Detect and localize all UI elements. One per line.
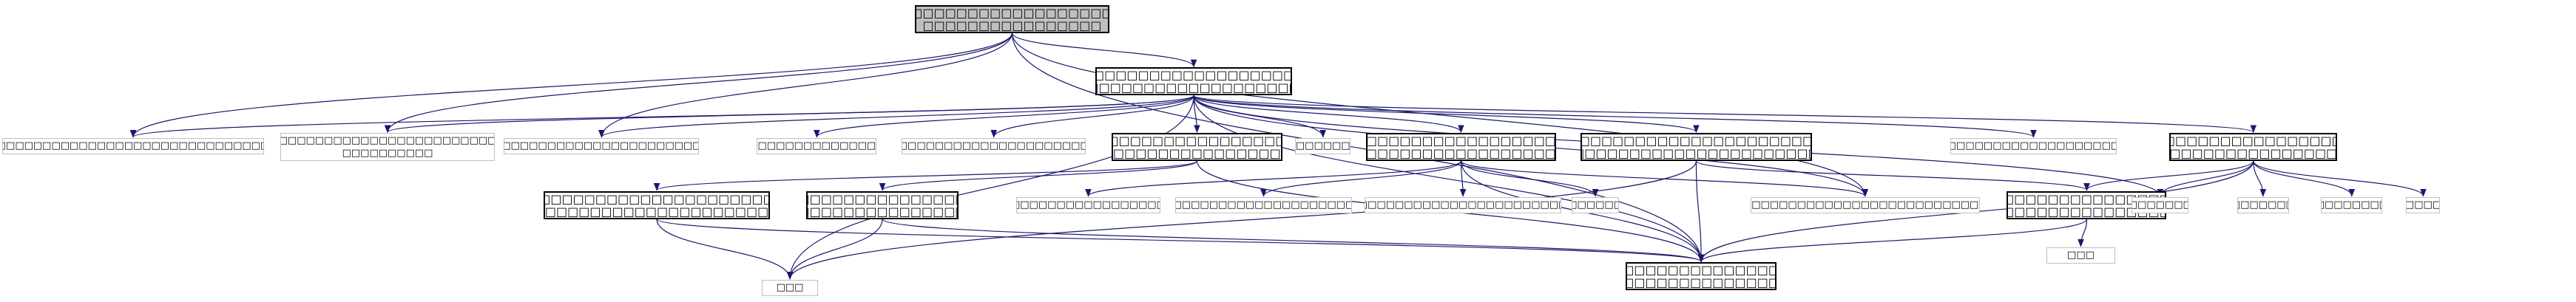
- graph-node: □□□□□□□□□□□□□□□□□□□□□□□ □□□□□□□□□□□□□□□□…: [1365, 133, 1557, 161]
- edge-n13-n22: [2157, 160, 2254, 197]
- edge-n13-n23: [2253, 161, 2267, 197]
- edge-n10-n17: [1260, 160, 1462, 197]
- edge-n10-n16: [1085, 160, 1462, 197]
- edge-n2-n12: [1193, 95, 2037, 138]
- graph-node: □□□□□□□□□□□□□□□□□□□□□□□□□ □□□□□□□□□□□□□□…: [544, 191, 770, 219]
- graph-node: □□□□□□□□□□□□□□□□□□□□□□□□□□□□□□□□□□□□□□□□…: [280, 133, 495, 161]
- graph-node: □□□□□□□□□□□□□□□□□□□□□□□□□□ □□□□□□□□□□□□□…: [2169, 133, 2338, 161]
- edge-n21-n28: [1697, 219, 2088, 263]
- graph-node: □□□: [2046, 247, 2116, 264]
- edge-n2-n13: [1193, 95, 2256, 134]
- edge-n15-n28: [882, 219, 1705, 263]
- graph-node: □□□□□□□□□□: [2406, 196, 2441, 213]
- edge-n2-n5: [598, 95, 1194, 138]
- edge-n8-n14: [654, 160, 1198, 191]
- graph-node: □□□□□□□□□□□□□□□□□□□□□□□□□: [1016, 196, 1160, 213]
- edge-n1-n4: [384, 32, 1013, 134]
- graph-node: □□□□□□: [1571, 196, 1620, 213]
- edge-n8-n15: [879, 160, 1198, 191]
- graph-node: □□□□□□□□□□□□□□□□□□□□□□□□□□□□□□□□□: [1950, 137, 2117, 154]
- graph-node: □□□□□□□□□□□□□□□□□□□□□□□□□□ □□□□□□□□□□□□□…: [1626, 262, 1777, 291]
- edge-n11-n27: [786, 161, 1697, 280]
- edge-n2-n7: [990, 95, 1194, 138]
- edge-n2-n6: [814, 95, 1194, 138]
- edge-n14-n27: [656, 219, 794, 280]
- graph-node: □□□□□□□□□: [2132, 196, 2189, 213]
- edge-n10-n18: [1459, 161, 1467, 197]
- edge-n2-n11: [1193, 95, 1700, 134]
- graph-node: □□□□□□□□□□□□□□□□□□□□□□□□□□□□□□□□□□□□□□□□…: [2, 137, 264, 154]
- edge-n2-n9: [1193, 95, 1327, 138]
- graph-node: □□□□□□□□□□□□□□□□□□□□□□□□□: [757, 137, 877, 154]
- graph-node: □□□□□□□□□□□□□□□□□□□□□□□□□□□□□□□□: [1174, 196, 1353, 213]
- edge-n1-n3: [129, 32, 1013, 138]
- graph-node: □□□□□□□□□□□□□□□□□□□□□□□□□□□□□□□□□□□□□□□: [1364, 196, 1562, 213]
- graph-node: □□□□□□□□□□□□□□□□□□□□□□□□□□□□□□□□□□□□□□□□…: [1750, 196, 1980, 213]
- graph-node: □□□□□□□□□□□□□□□□□□□□□□□□□ □□□□□□□□□□□□□□…: [806, 191, 959, 219]
- edge-n2-n10: [1193, 95, 1464, 134]
- graph-node: □□□□□□□□□□□□□□□□□□□□□□□□ □□□□□□□□□□□□□□□…: [1095, 67, 1292, 96]
- edge-n1-n2: [1011, 32, 1197, 68]
- graph-node: □□□□□□□□□□□□□□□□□□□□□□ □□□□□□□□□□□□□□□□□…: [1111, 133, 1283, 161]
- graph-node: □□□□□□□□□□□□□□□□□□□□□□□□□□□□□□□: [902, 137, 1086, 154]
- edge-n13-n24: [2253, 160, 2356, 197]
- edge-n15-n27: [786, 219, 883, 280]
- edge-n13-n21: [2083, 160, 2254, 191]
- edge-n1-n5: [598, 32, 1013, 138]
- edge-n13-n25: [2253, 160, 2427, 197]
- edge-n2-n4: [385, 95, 1194, 134]
- graph-node: □□□□□□□□□: [2237, 196, 2289, 213]
- graph-node: □□□□□□□□: [2321, 196, 2383, 213]
- graph-node: □□□: [762, 279, 819, 296]
- edge-n1-n20: [1011, 32, 1869, 197]
- edge-n2-n3: [130, 95, 1194, 138]
- edge-n11-n21: [1695, 160, 2090, 191]
- edge-n10-n19: [1460, 160, 1599, 197]
- graph-node: □□□□□□□□□□□□□□□□□□□□□□□□□ □□□□□□□□□□□□□□…: [1580, 133, 1813, 161]
- edge-n2-n27: [786, 95, 1194, 280]
- edge-n11-n28: [1695, 161, 1705, 263]
- graph-node: □□□□□□□□□□□□□□□□□□□□□□□□□□□□□□□□□□□□□□: [504, 137, 700, 154]
- graph-node: □□□□□□□□: [1295, 137, 1351, 154]
- edge-n2-n28: [1193, 95, 1705, 263]
- edge-n14-n28: [656, 219, 1704, 263]
- edge-n1-n28: [1011, 32, 1705, 263]
- graph-node: □□□□□□□□□□□□□□□□□□□□□□□□ □□□□□□□□□□□□□□□…: [914, 4, 1110, 33]
- edge-n21-n26: [2078, 219, 2088, 247]
